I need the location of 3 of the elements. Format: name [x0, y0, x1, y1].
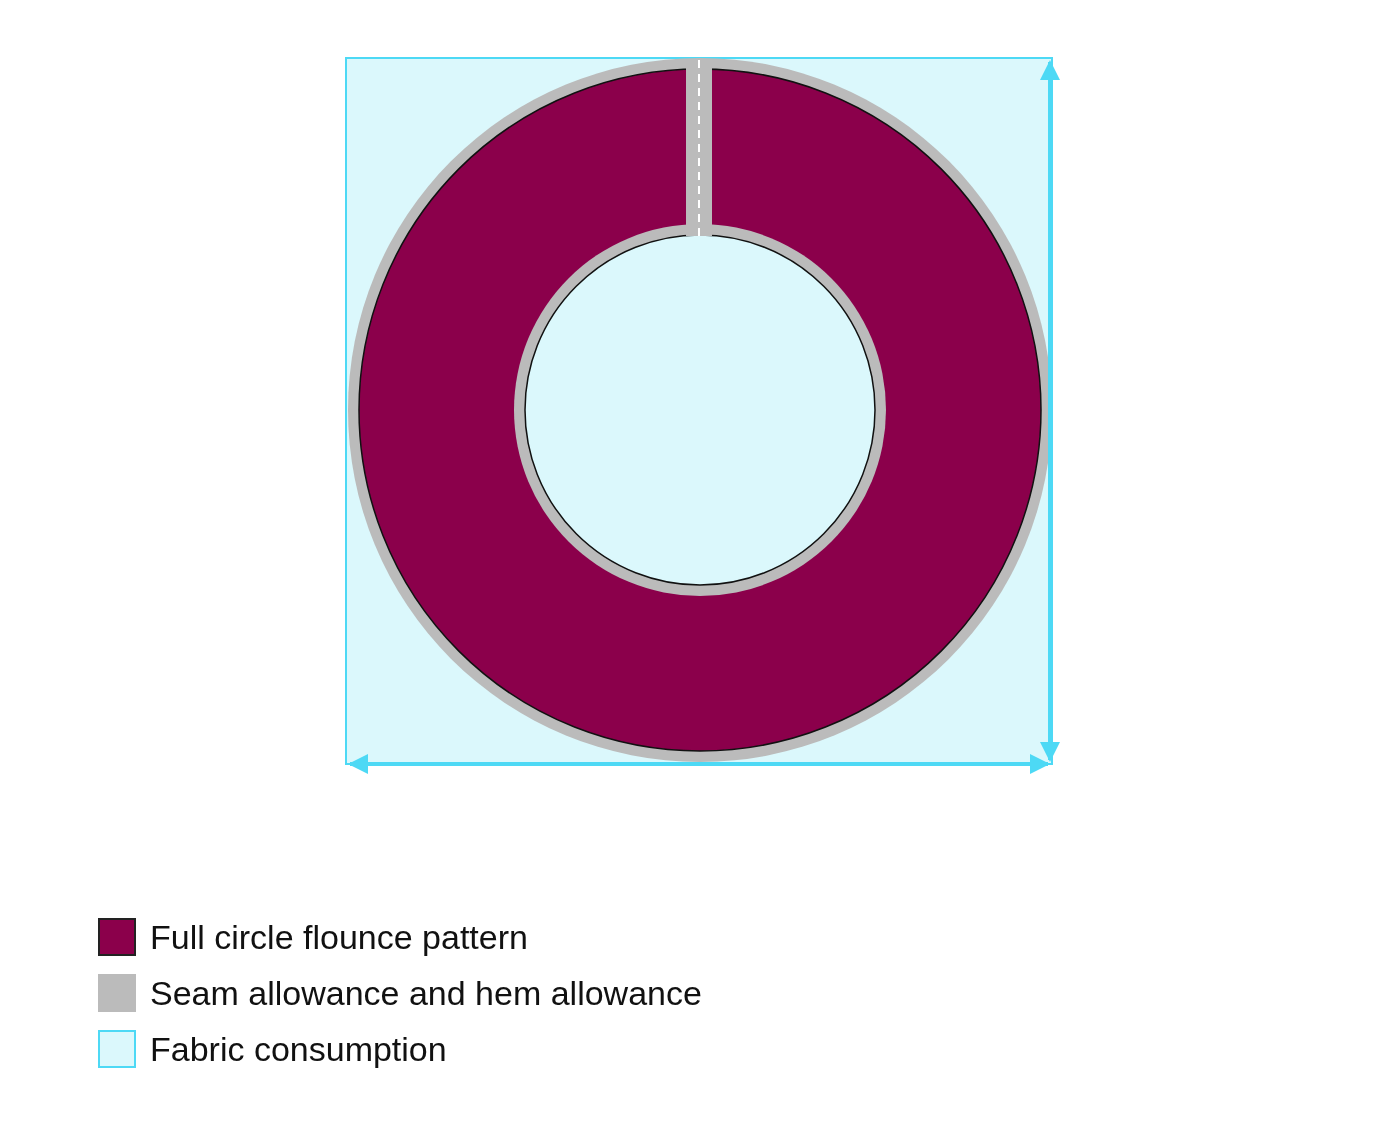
legend-label: Seam allowance and hem allowance [150, 976, 702, 1010]
legend-label: Fabric consumption [150, 1032, 447, 1066]
legend-label: Full circle flounce pattern [150, 920, 528, 954]
